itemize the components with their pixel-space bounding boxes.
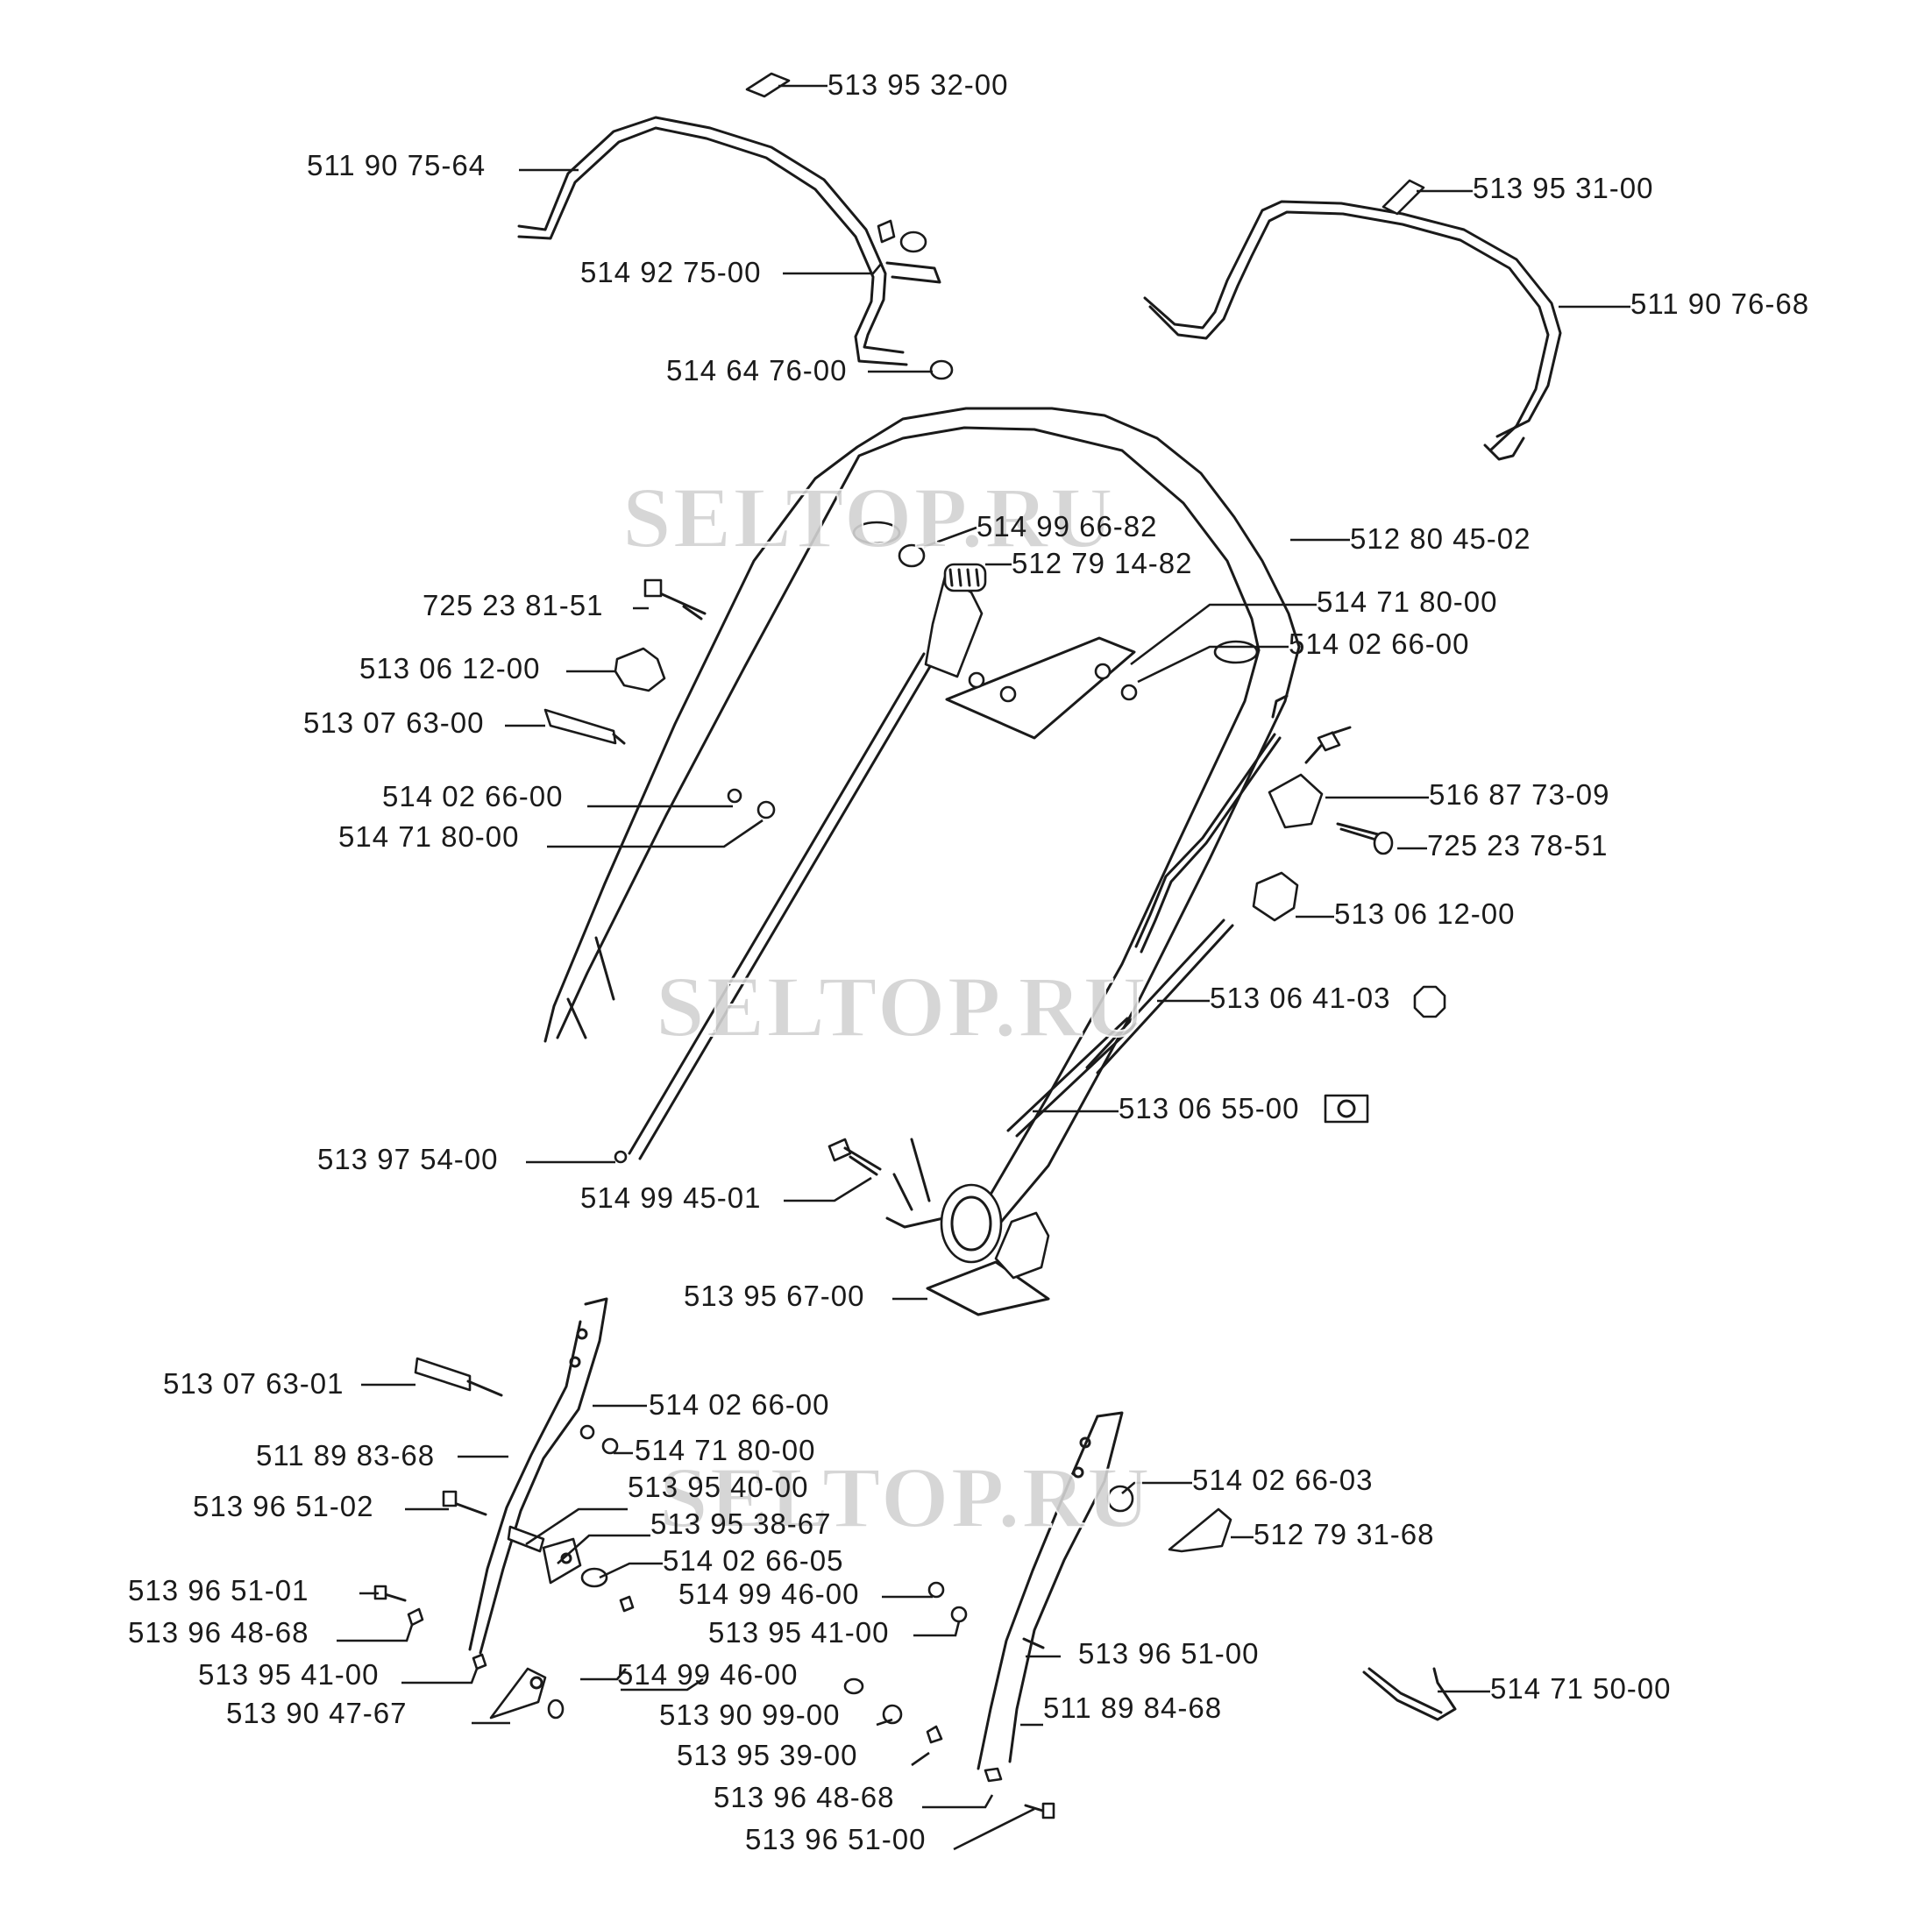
watermark-bottom: SELTOP.RU [659, 1449, 1152, 1546]
part-label: 513 95 39-00 [677, 1739, 858, 1771]
upper-handle-right [1143, 200, 1562, 461]
part-label: 511 90 75-64 [307, 149, 486, 181]
lever-512-79-14-82 [924, 563, 987, 678]
part-label: 513 95 31-00 [1473, 172, 1654, 204]
part-label: 511 89 83-68 [256, 1439, 435, 1472]
part-label: 513 07 63-01 [163, 1367, 344, 1400]
part-label: 513 96 48-68 [128, 1616, 309, 1649]
part-label: 514 71 80-00 [635, 1434, 816, 1466]
part-label: 512 79 14-82 [1012, 547, 1193, 579]
part-label: 514 99 45-01 [580, 1181, 762, 1214]
part-label: 514 71 80-00 [338, 820, 520, 853]
main-handle-bar [543, 407, 1301, 1255]
part-label: 513 95 41-00 [198, 1658, 380, 1691]
part-label: 513 90 99-00 [659, 1699, 841, 1731]
part-label: 513 96 48-68 [714, 1781, 895, 1813]
grip-513-95-32-00 [745, 72, 791, 98]
part-labels: 513 95 32-00 511 90 75-64 514 92 75-00 5… [128, 68, 1809, 1855]
nuts-left-mid [727, 788, 776, 819]
part-label: 513 06 12-00 [359, 652, 541, 684]
part-label: 514 02 66-00 [1289, 628, 1470, 660]
part-label: 513 95 38-67 [650, 1507, 832, 1540]
part-label: 513 96 51-02 [193, 1490, 374, 1522]
bolt-725-23-78-51 [1336, 822, 1394, 855]
cap-514-64-76-00 [929, 359, 954, 380]
part-label: 513 90 47-67 [226, 1697, 408, 1729]
part-label: 514 92 75-00 [580, 256, 762, 288]
part-label: 514 02 66-00 [649, 1388, 830, 1421]
watermark-middle: SELTOP.RU [656, 958, 1148, 1055]
bracket-511-89-83-68 [468, 1297, 608, 1655]
part-label: 513 96 51-00 [1078, 1637, 1260, 1670]
part-label: 513 95 41-00 [708, 1616, 890, 1649]
part-label: 513 07 63-00 [303, 706, 485, 739]
cap-514-99-66-82 [898, 543, 926, 568]
part-label: 725 23 81-51 [423, 589, 604, 621]
part-label: 514 02 66-00 [382, 780, 564, 812]
part-label: 513 95 40-00 [628, 1471, 809, 1503]
upper-handle-left [517, 116, 941, 366]
part-label: 512 79 31-68 [1254, 1518, 1435, 1550]
part-label: 513 95 32-00 [827, 68, 1009, 101]
part-label: 514 64 76-00 [666, 354, 848, 387]
bolt-514-99-45-01 [827, 1138, 882, 1176]
part-label: 513 96 51-00 [745, 1823, 927, 1855]
part-label: 511 89 84-68 [1043, 1692, 1222, 1724]
knob-514-92-75-00 [877, 219, 927, 253]
part-label: 514 99 66-82 [977, 510, 1158, 543]
spring-514-71-50-00 [1362, 1667, 1457, 1721]
part-label: 513 06 12-00 [1334, 897, 1516, 930]
bolt-513-07-63-01 [414, 1357, 503, 1397]
part-label: 514 99 46-00 [678, 1578, 860, 1610]
part-label: 513 06 55-00 [1119, 1092, 1300, 1124]
knob-513-06-12-00-left [614, 647, 666, 692]
part-label: 513 06 41-03 [1210, 982, 1391, 1014]
grip-513-95-31-00 [1382, 179, 1425, 216]
bracket-511-89-84-68 [977, 1411, 1124, 1770]
part-label: 514 99 46-00 [617, 1658, 799, 1691]
cable-516-87-73-09 [1134, 694, 1352, 954]
part-label: 513 95 67-00 [684, 1280, 865, 1312]
lower-right-hardware [882, 1485, 1232, 1819]
leader-lines [337, 84, 1630, 1851]
part-label: 514 02 66-03 [1192, 1464, 1374, 1496]
knob-513-06-12-00-right [1252, 871, 1299, 922]
bolt-725-23-81-51 [643, 578, 707, 621]
part-label: 513 97 54-00 [317, 1143, 499, 1175]
watermark-top: SELTOP.RU [622, 469, 1115, 566]
part-label: 512 80 45-02 [1350, 522, 1531, 555]
kit-513-95-67-00 [926, 1183, 1050, 1316]
nut-bag-514-71-80-00 [945, 636, 1138, 740]
cable-sleeve [628, 652, 936, 1160]
part-label: 513 96 51-01 [128, 1574, 309, 1606]
part-label: 514 02 66-05 [663, 1544, 844, 1577]
part-label: 514 71 80-00 [1317, 585, 1498, 618]
part-label: 514 71 50-00 [1490, 1672, 1672, 1705]
rod-513-97-54-00 [614, 1150, 628, 1164]
part-label: 511 90 76-68 [1630, 287, 1809, 320]
bolt-513-07-63-00 [543, 708, 626, 745]
rod-513-06-55-00 [1006, 1017, 1369, 1138]
part-label: 725 23 78-51 [1427, 829, 1609, 862]
cable-513-06-41-03 [1085, 918, 1446, 1074]
part-label: 516 87 73-09 [1429, 778, 1610, 811]
